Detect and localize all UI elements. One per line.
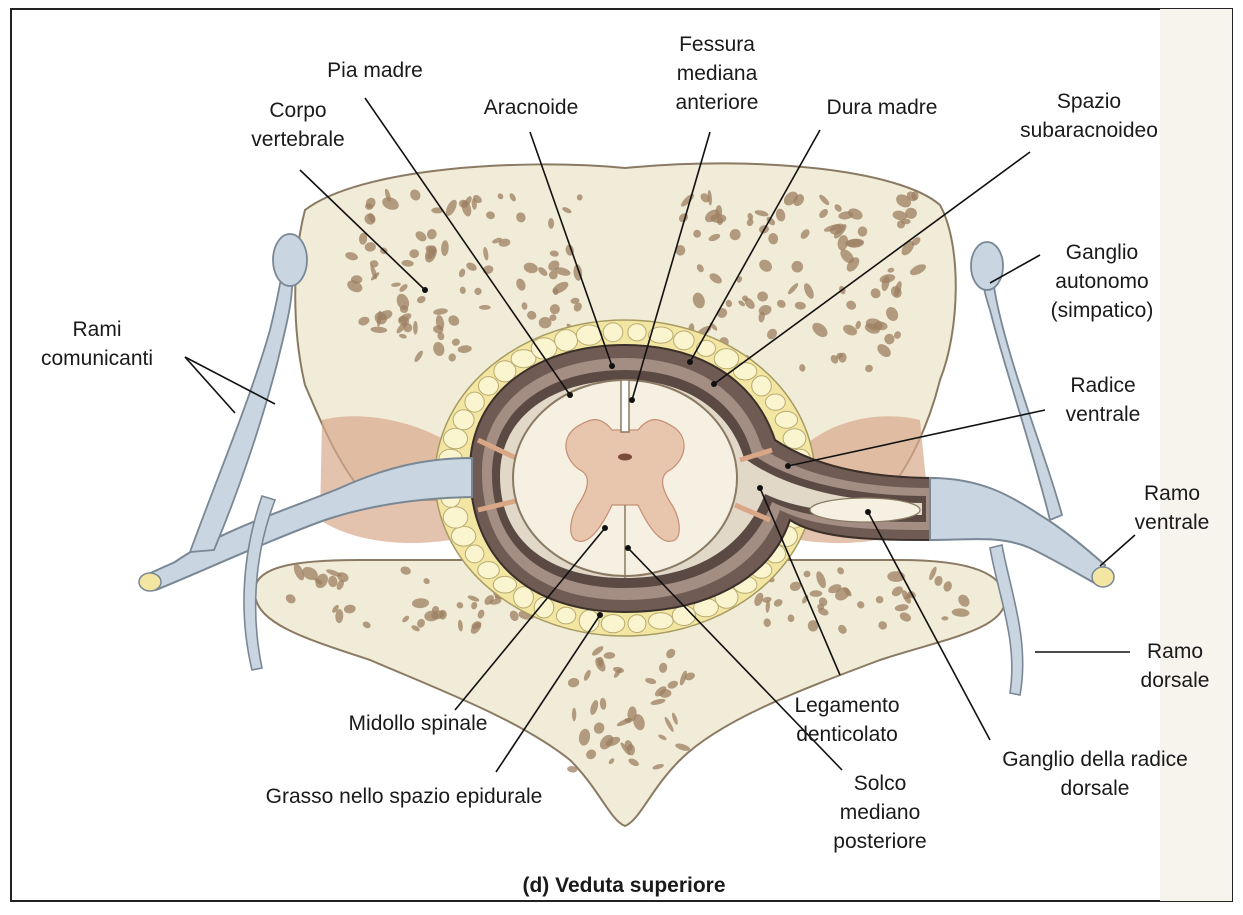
label-fessura-2: mediana [677, 62, 758, 85]
fat-cell [783, 429, 806, 449]
label-ramo-dorsale-1: Ramo [1147, 640, 1203, 663]
fat-cell [465, 545, 484, 563]
label-solco-1: Solco [854, 772, 907, 795]
fat-cell [478, 562, 500, 579]
label-aracnoide: Aracnoide [484, 96, 579, 119]
right-sympathetic-ganglion [971, 242, 1003, 290]
fat-cell [453, 410, 474, 430]
right-nerve-cut-end [1092, 567, 1114, 587]
fat-cell [674, 331, 695, 350]
dot-fessura [629, 397, 635, 403]
dot-ganglio-radice [865, 509, 871, 515]
fat-cell [443, 507, 468, 528]
dot-legamento [757, 485, 763, 491]
label-rami-2: comunicanti [41, 347, 153, 370]
fat-cell [775, 411, 797, 428]
label-ganglio-radice-2: dorsale [1061, 777, 1130, 800]
fat-cell [531, 338, 557, 359]
fat-cell [733, 363, 756, 380]
dot-grasso [597, 612, 603, 618]
label-legamento-2: denticolato [796, 723, 898, 746]
label-solco-3: posteriore [833, 830, 926, 853]
fat-cell [555, 330, 578, 352]
dorsal-root-ganglion [810, 498, 920, 522]
label-ramo-dorsale-2: dorsale [1141, 669, 1210, 692]
fat-cell [493, 576, 516, 593]
label-corpo-vertebrale-2: vertebrale [251, 128, 344, 151]
dot-pia-madre [567, 392, 573, 398]
bone-pore [479, 305, 491, 310]
label-ganglio-autonomo-3: (simpatico) [1051, 299, 1154, 322]
left-nerve-cut-end [139, 573, 161, 591]
dot-aracnoide [609, 363, 615, 369]
fat-cell [628, 324, 646, 341]
label-solco-2: mediano [840, 801, 921, 824]
label-ramo-ventrale-1: Ramo [1144, 482, 1200, 505]
label-ganglio-radice-1: Ganglio della radice [1002, 748, 1188, 771]
dot-radice-ventrale [785, 463, 791, 469]
label-ganglio-autonomo-1: Ganglio [1066, 241, 1138, 264]
label-grasso: Grasso nello spazio epidurale [266, 785, 543, 808]
fat-cell [444, 428, 468, 448]
fat-cell [628, 615, 646, 633]
left-sympathetic-ganglion [273, 234, 307, 286]
spinal-cord [513, 380, 737, 578]
label-fessura-3: anteriore [676, 91, 759, 114]
bone-pore [413, 321, 418, 335]
fat-cell [714, 349, 738, 369]
label-radice-2: ventrale [1066, 403, 1141, 426]
fat-cell [752, 376, 772, 396]
fat-cell [479, 377, 499, 396]
fat-cell [451, 526, 475, 546]
label-legamento-1: Legamento [794, 694, 899, 717]
label-corpo-vertebrale-1: Corpo [269, 99, 326, 122]
bone-pore [572, 708, 576, 721]
label-ganglio-autonomo-2: autonomo [1055, 270, 1148, 293]
fat-cell [766, 394, 786, 410]
label-ramo-ventrale-2: ventrale [1135, 511, 1210, 534]
fat-cell [603, 323, 623, 342]
dot-spazio [711, 381, 717, 387]
central-canal [618, 454, 632, 461]
label-fessura-1: Fessura [679, 33, 755, 56]
label-spazio-1: Spazio [1057, 90, 1121, 113]
dot-solco [625, 545, 631, 551]
label-midollo: Midollo spinale [349, 712, 488, 735]
dot-dura-madre [687, 359, 693, 365]
label-pia-madre: Pia madre [327, 59, 423, 82]
fat-cell [672, 606, 695, 626]
fat-cell [465, 392, 484, 412]
label-spazio-2: subaracnoideo [1020, 119, 1158, 142]
label-dura-madre: Dura madre [827, 96, 938, 119]
fat-cell [697, 340, 716, 356]
anterior-median-fissure [621, 380, 629, 432]
fat-cell [649, 613, 674, 629]
label-rami-1: Rami [72, 318, 121, 341]
label-radice-1: Radice [1070, 374, 1135, 397]
fat-cell [534, 597, 554, 618]
dot-corpo-vertebrale [422, 287, 428, 293]
dot-midollo [602, 525, 608, 531]
fat-cell [556, 607, 575, 624]
fat-cell [601, 615, 625, 633]
figure-caption: (d) Veduta superiore [522, 874, 725, 897]
